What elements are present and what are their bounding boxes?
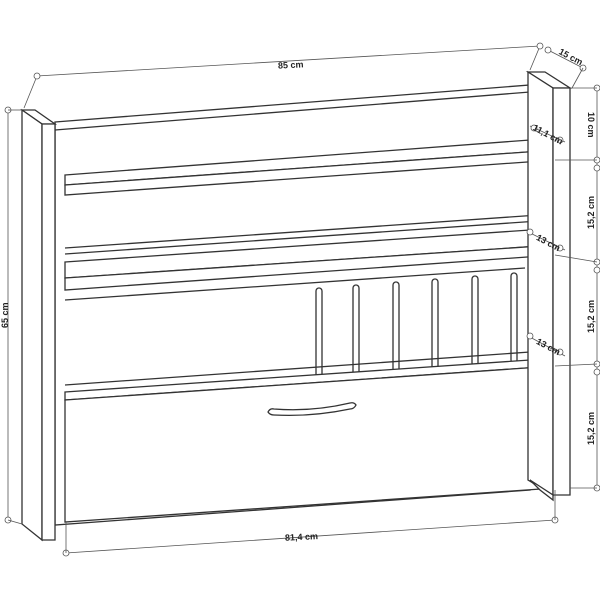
label-inner-width: 81,4 cm bbox=[285, 531, 319, 543]
label-total-height: 65 cm bbox=[0, 302, 10, 328]
label-depth: 15 cm bbox=[557, 46, 584, 67]
label-section-1: 15,2 cm bbox=[586, 196, 596, 229]
label-section-3: 15,2 cm bbox=[586, 412, 596, 445]
label-section-2: 15,2 cm bbox=[586, 300, 596, 333]
right-side-panel bbox=[525, 70, 573, 502]
left-side-panel bbox=[19, 108, 58, 542]
label-top-height: 10 cm bbox=[586, 112, 596, 138]
label-width: 85 cm bbox=[278, 59, 304, 70]
upper-rail bbox=[64, 213, 554, 255]
dimension-lines bbox=[4, 42, 600, 557]
drawer-handle bbox=[267, 402, 357, 417]
